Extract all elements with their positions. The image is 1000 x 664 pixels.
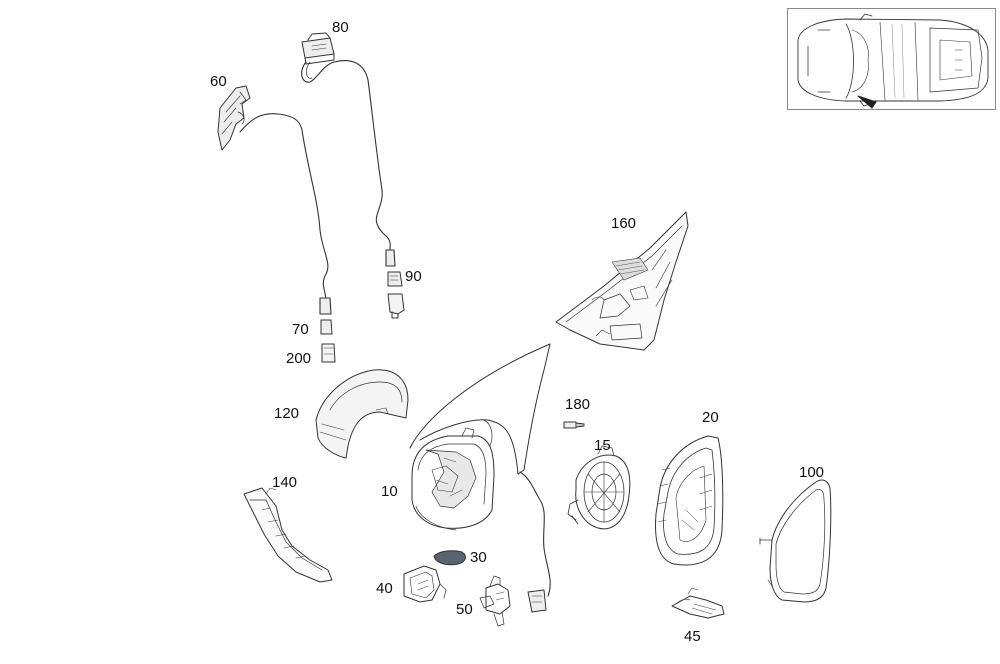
part-45-bracket (671, 587, 725, 619)
part-100-mirror-glass (759, 479, 832, 603)
part-15-adjustment-motor (567, 445, 631, 530)
callout-80[interactable]: 80 (332, 19, 349, 36)
callout-120[interactable]: 120 (274, 405, 300, 422)
callout-50[interactable]: 50 (456, 601, 473, 618)
callout-20[interactable]: 20 (702, 409, 719, 426)
part-80-control-unit (301, 32, 335, 65)
part-90-connectors (387, 271, 405, 319)
part-120-mirror-cap (315, 369, 409, 459)
callout-140[interactable]: 140 (272, 474, 298, 491)
callout-200[interactable]: 200 (286, 350, 312, 367)
part-50-actuator (479, 575, 511, 627)
callout-180[interactable]: 180 (565, 396, 591, 413)
part-10-plug (527, 589, 547, 613)
callout-90[interactable]: 90 (405, 268, 422, 285)
callout-160[interactable]: 160 (611, 215, 637, 232)
vehicle-location-inset (797, 13, 989, 109)
callout-30[interactable]: 30 (470, 549, 487, 566)
part-180-screw (563, 421, 585, 429)
part-10-mirror-housing (409, 343, 551, 531)
callout-70[interactable]: 70 (292, 321, 309, 338)
inset-frame (787, 8, 996, 110)
callout-60[interactable]: 60 (210, 73, 227, 90)
callout-45[interactable]: 45 (684, 628, 701, 645)
part-140-turn-signal (243, 487, 333, 583)
callout-15[interactable]: 15 (594, 437, 611, 454)
part-80-wiring-harness (301, 60, 396, 267)
part-10-cable (519, 471, 551, 597)
part-60-bracket (217, 85, 251, 151)
part-30-gasket (433, 550, 466, 566)
callout-10[interactable]: 10 (381, 483, 398, 500)
part-70-200-connectors (320, 319, 336, 363)
part-20-mirror-frame (655, 435, 724, 566)
part-60-cable (239, 113, 332, 315)
part-160-triangle-cover (555, 211, 689, 351)
callout-100[interactable]: 100 (799, 464, 825, 481)
callout-40[interactable]: 40 (376, 580, 393, 597)
part-40-motor-unit (403, 565, 447, 603)
